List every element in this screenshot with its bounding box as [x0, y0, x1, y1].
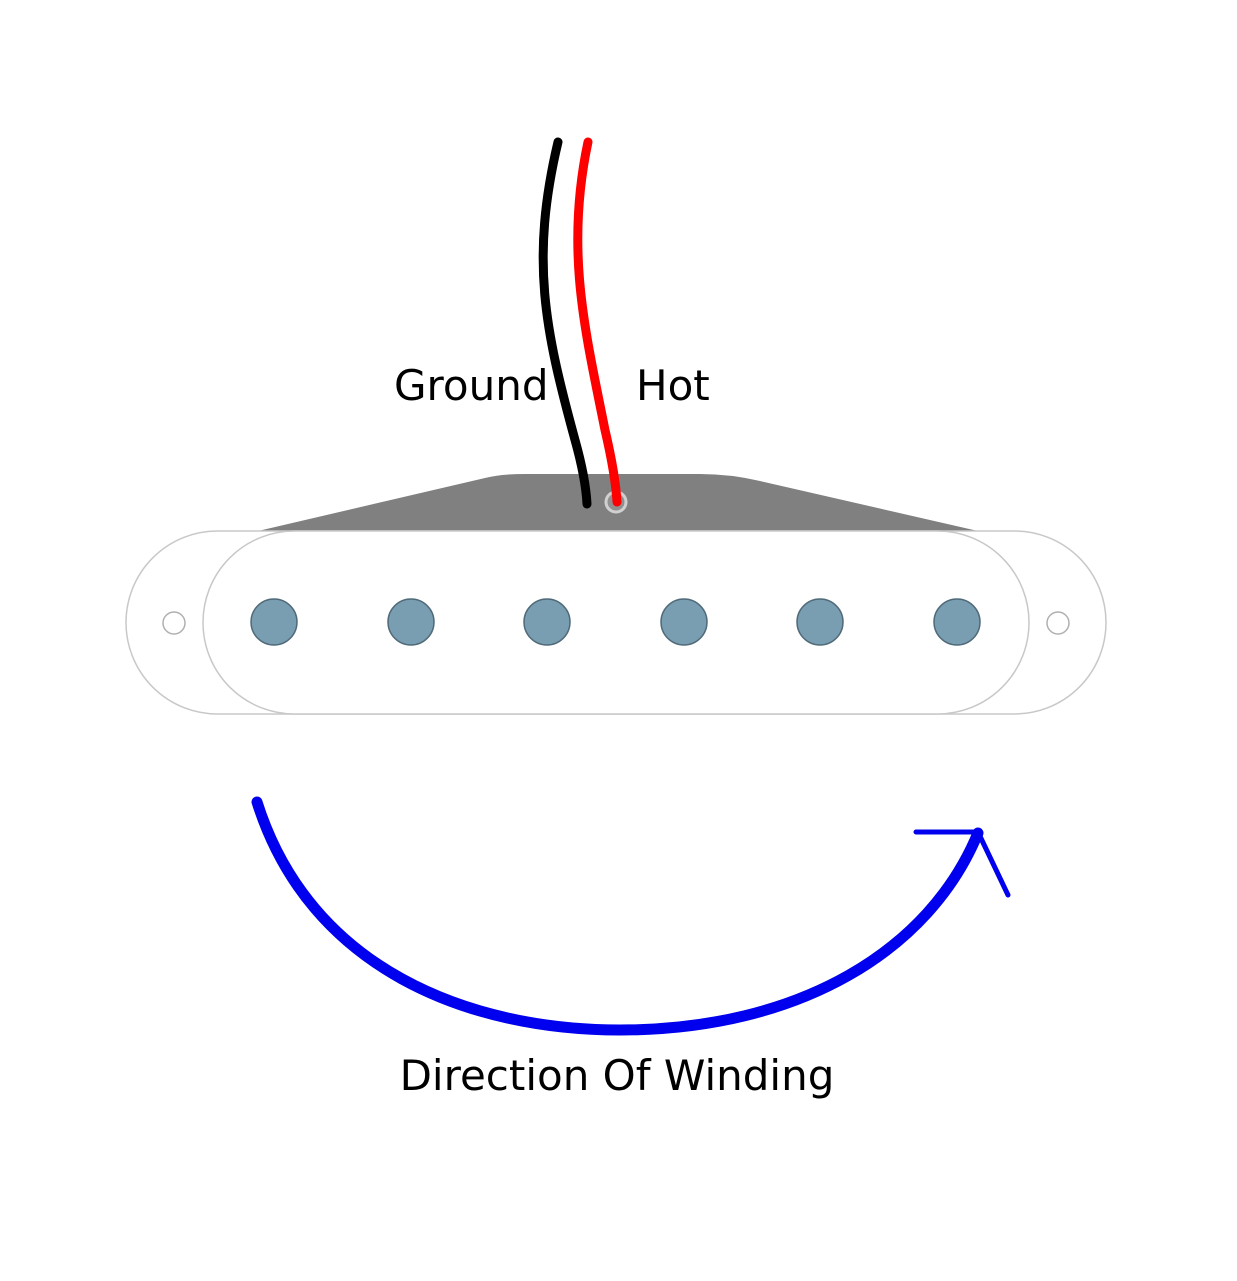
pole-piece-6	[933, 598, 981, 646]
ground-wire	[538, 137, 592, 509]
pole-piece-3	[523, 598, 571, 646]
pole-pieces	[250, 598, 981, 646]
mounting-hole-right	[1046, 611, 1070, 635]
pole-piece-5	[796, 598, 844, 646]
arrow-head-icon	[913, 829, 1011, 898]
hot-wire	[573, 137, 622, 507]
pole-piece-4	[660, 598, 708, 646]
winding-caption: Direction Of Winding	[400, 1051, 835, 1100]
mounting-hole-left	[162, 611, 186, 635]
mounting-holes	[162, 611, 1070, 635]
hot-label: Hot	[636, 361, 710, 410]
pole-piece-1	[250, 598, 298, 646]
pickup-cover	[202, 530, 1030, 715]
ground-label: Ground	[394, 361, 549, 410]
pole-piece-2	[387, 598, 435, 646]
winding-direction-arrow	[251, 796, 1011, 1036]
winding-arc	[251, 796, 984, 1036]
